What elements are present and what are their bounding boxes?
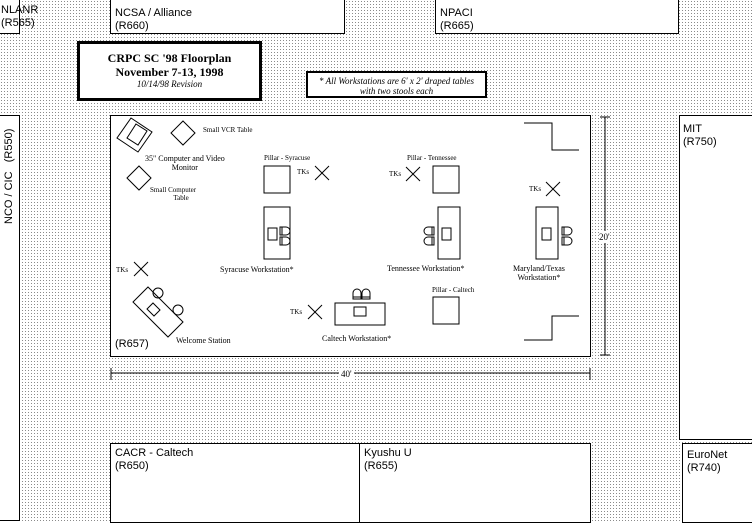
computer-video-monitor-inner (126, 123, 148, 146)
tennessee-ws-label: Tennessee Workstation* (387, 264, 465, 273)
welcome-label: Welcome Station (176, 336, 231, 345)
booth-nlanr-room: (R565) (1, 17, 35, 29)
tks-cross-left (133, 261, 149, 277)
title-line-2: November 7-13, 1998 (115, 65, 224, 79)
booth-euronet: EuroNet (R740) (682, 443, 752, 523)
booth-nlanr-name: NLANR (1, 4, 39, 16)
booth-euronet-room: (R740) (687, 462, 721, 474)
syracuse-ws-label: Syracuse Workstation* (220, 265, 294, 274)
tennessee-stools (423, 226, 435, 246)
booth-cacr-name: CACR - Caltech (115, 447, 194, 459)
booth-npaci-name: NPACI (440, 7, 473, 19)
computer-video-label: 35" Computer and Video Monitor (145, 154, 225, 172)
title-block: CRPC SC '98 Floorplan November 7-13, 199… (77, 41, 262, 101)
booth-cacr: CACR - Caltech (R650) (110, 443, 360, 523)
small-computer-label-1: Small Computer (150, 186, 197, 194)
maryland-ws-label-1: Maryland/Texas (513, 264, 565, 273)
caltech-ws-label: Caltech Workstation* (322, 334, 392, 343)
booth-cacr-room: (R650) (115, 460, 149, 472)
pillar-caltech-label: Pillar - Caltech (432, 286, 475, 294)
tks-label-syracuse: TKs (297, 168, 310, 176)
pillar-caltech (432, 296, 460, 325)
maryland-ws-label: Maryland/Texas Workstation* (513, 264, 565, 282)
note-line-1: * All Workstations are 6' x 2' draped ta… (318, 76, 474, 86)
booth-mit-room: (R750) (683, 136, 717, 148)
booth-mit-name: MIT (683, 123, 702, 135)
tks-label-maryland: TKs (529, 185, 542, 193)
small-computer-table (126, 165, 152, 191)
width-dim-label: 40' (339, 368, 354, 380)
booth-nlanr: NLANR (R565) (0, 0, 38, 34)
syracuse-monitor (267, 227, 278, 241)
workstation-note: * All Workstations are 6' x 2' draped ta… (306, 71, 487, 98)
booth-npaci: NPACI (R665) (435, 0, 679, 34)
booth-kyushu-room: (R655) (364, 460, 398, 472)
computer-video-label-2: Monitor (171, 163, 198, 172)
pillar-syracuse (263, 165, 291, 194)
small-computer-label: Small Computer Table (150, 186, 196, 202)
booth-npaci-room: (R665) (440, 20, 474, 32)
tks-cross-tennessee (405, 166, 421, 182)
small-vcr-table (170, 120, 196, 146)
tks-label-tennessee: TKs (389, 170, 402, 178)
pillar-tennessee (432, 165, 460, 194)
note-line-2: with two stools each (359, 86, 434, 96)
welcome-monitor (146, 302, 161, 317)
floor-room: (R657) (115, 338, 149, 350)
maryland-monitor (541, 227, 552, 241)
booth-ncsa: NCSA / Alliance (R660) (110, 0, 345, 34)
title-line-1: CRPC SC '98 Floorplan (107, 51, 232, 65)
booth-kyushu-name: Kyushu U (364, 447, 412, 459)
tks-label-caltech: TKs (290, 308, 303, 316)
tks-cross-caltech (307, 304, 323, 320)
booth-mit: MIT (R750) (679, 115, 752, 440)
height-dim-label: 20' (599, 231, 610, 243)
caltech-stools (352, 288, 371, 300)
maryland-ws-label-2: Workstation* (517, 273, 561, 282)
tks-cross-syracuse (314, 165, 330, 181)
small-computer-label-2: Table (173, 194, 189, 202)
caltech-monitor (353, 306, 367, 317)
computer-video-label-1: 35" Computer and Video (145, 154, 225, 163)
booth-ncsa-room: (R660) (115, 20, 149, 32)
booth-euronet-name: EuroNet (687, 449, 728, 461)
booth-ncsa-name: NCSA / Alliance (115, 7, 193, 19)
title-line-3: 10/14/98 Revision (136, 79, 203, 89)
tks-label-left: TKs (116, 266, 129, 274)
booth-kyushu: Kyushu U (R655) (359, 443, 591, 523)
corner-bracket-top (524, 122, 579, 151)
small-vcr-label: Small VCR Table (203, 126, 253, 134)
welcome-stools (152, 287, 184, 316)
tks-cross-maryland (545, 181, 561, 197)
pillar-tennessee-label: Pillar - Tennessee (407, 154, 457, 162)
maryland-stools (561, 226, 573, 246)
tennessee-monitor (441, 227, 452, 241)
syracuse-stools (279, 226, 291, 246)
corner-bracket-bottom (524, 315, 579, 341)
pillar-syracuse-label: Pillar - Syracuse (264, 154, 311, 162)
